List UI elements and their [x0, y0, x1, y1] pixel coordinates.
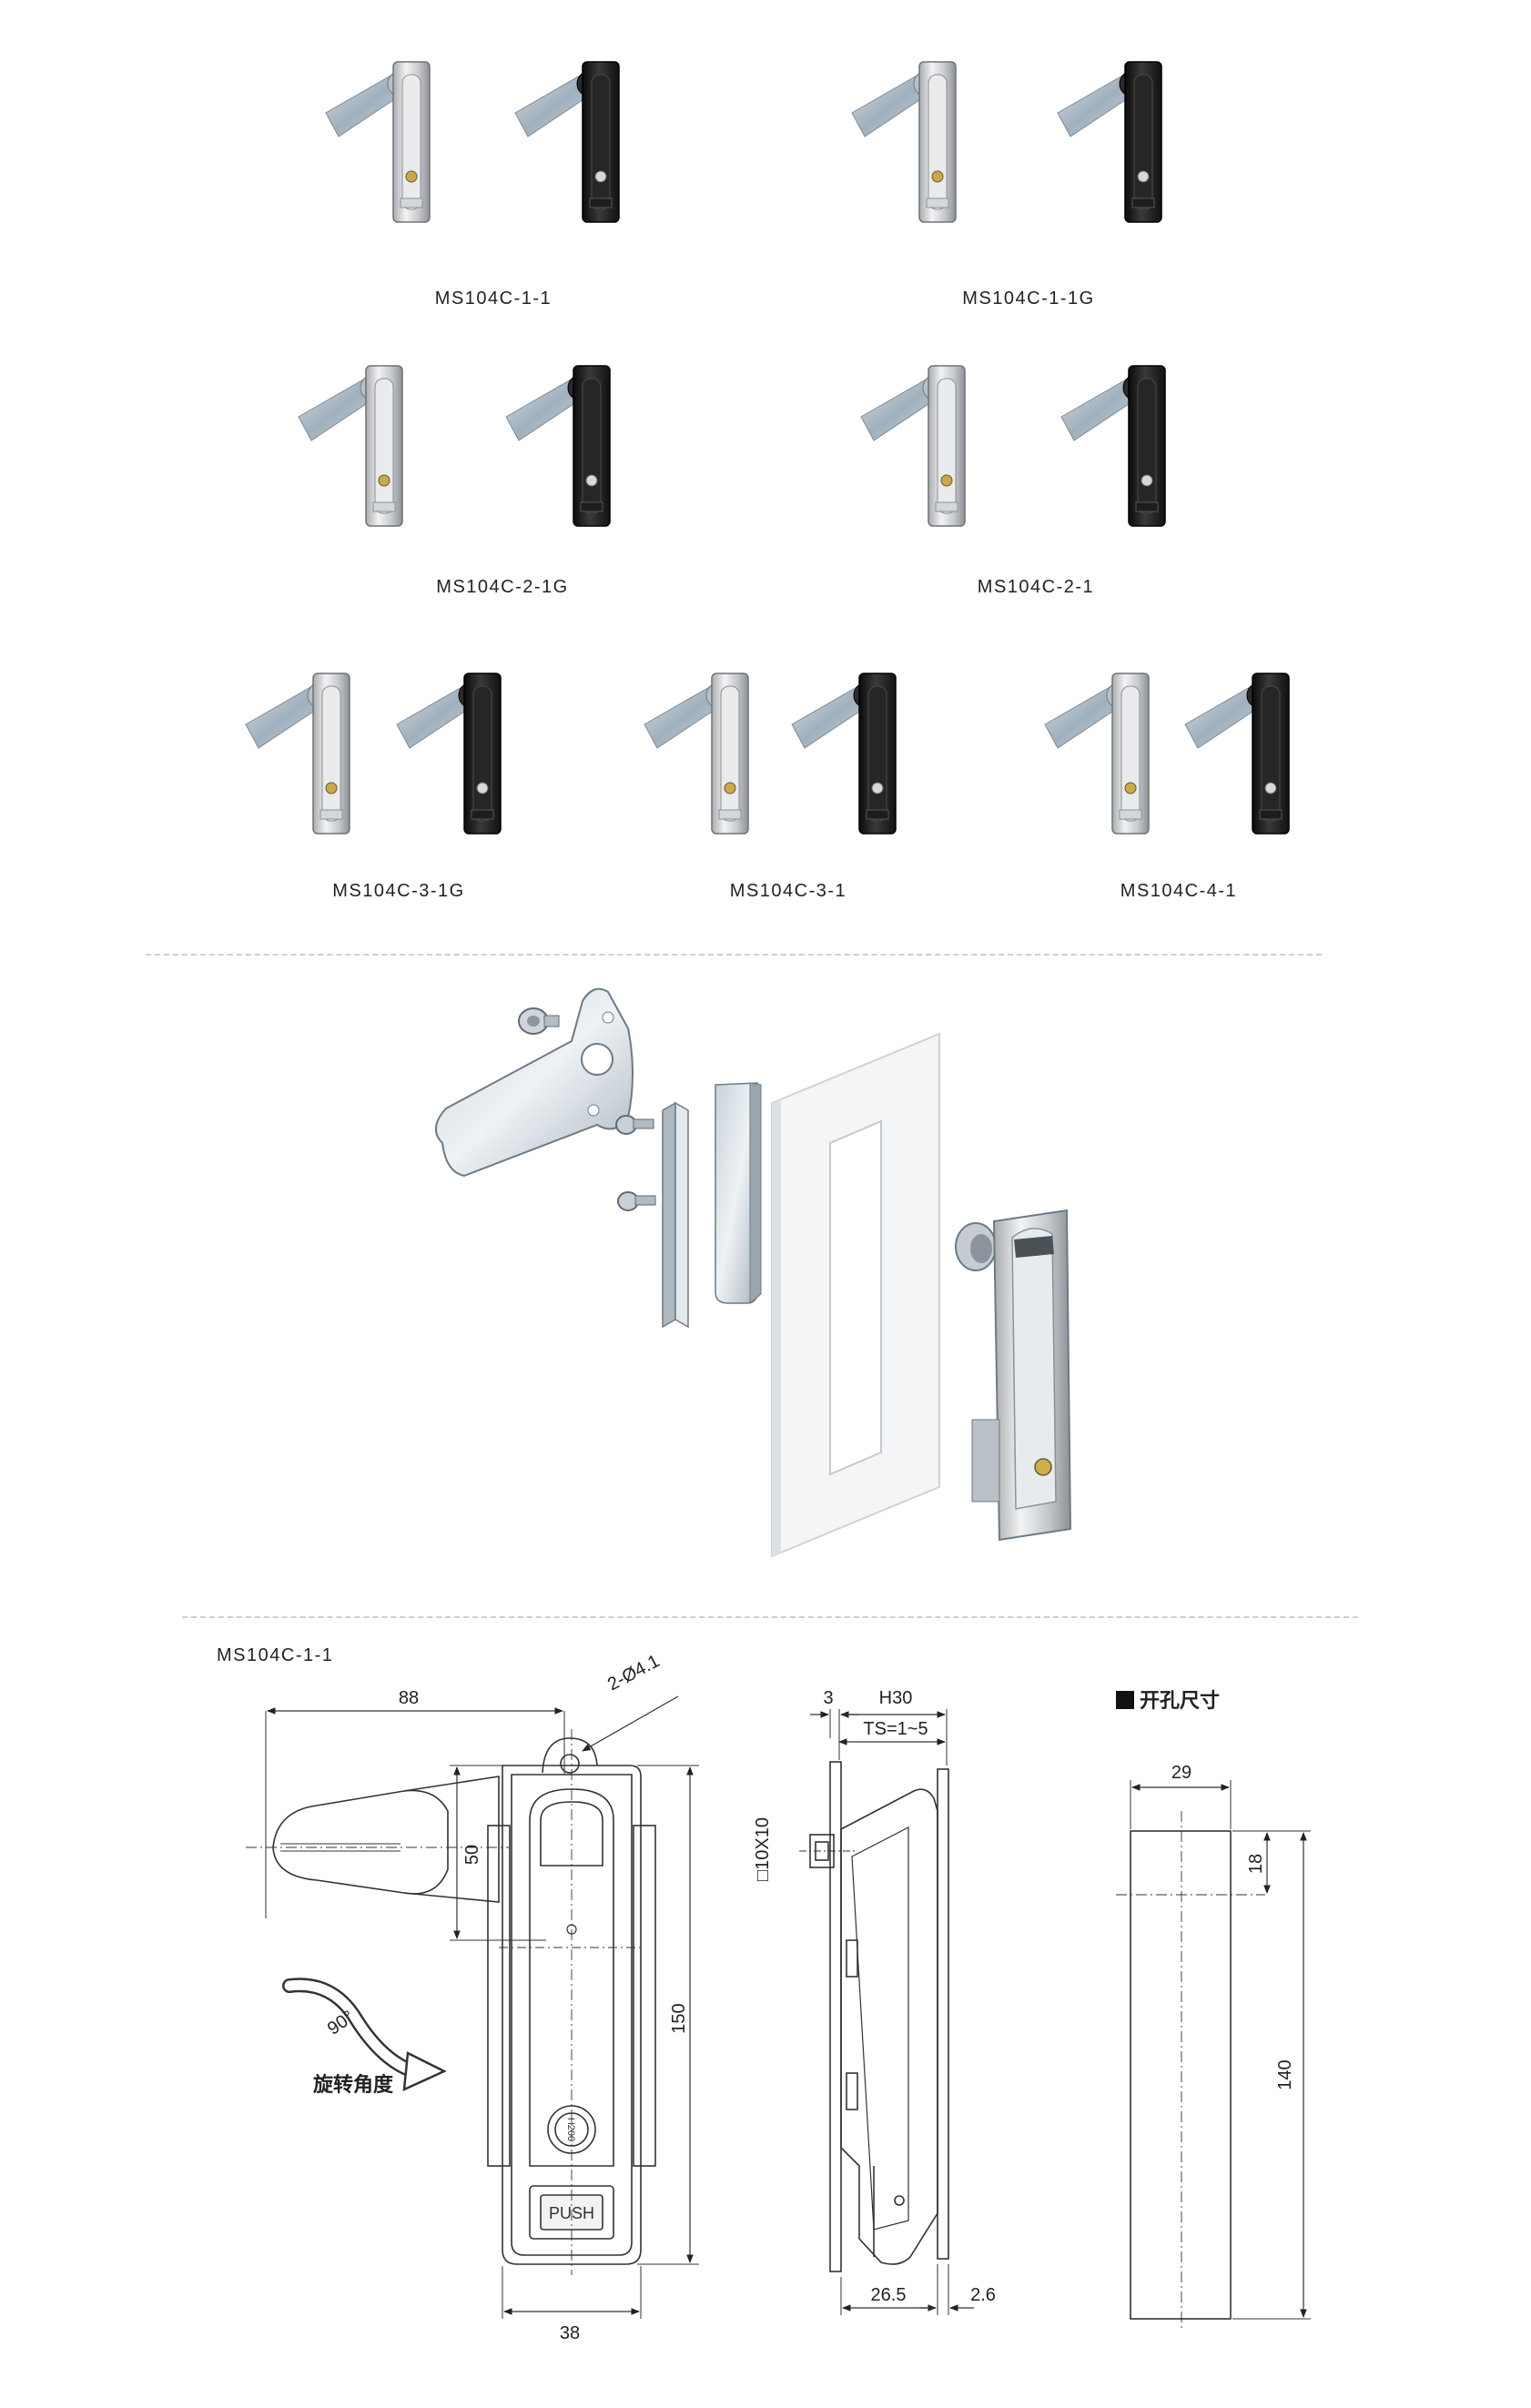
dim-ts-range: TS=1~5 [863, 1719, 928, 1739]
product-image-ms104c-1-1 [325, 61, 620, 223]
screw-part [518, 1007, 560, 1035]
cutout-height-140: 140 [1275, 2059, 1295, 2089]
front-view [246, 1695, 699, 2319]
mounting-bracket-part [662, 1082, 762, 1329]
side-view [799, 1709, 974, 2315]
cutout-title: 开孔尺寸 [1140, 1689, 1220, 1712]
section-divider [182, 1616, 1358, 1618]
latch-body-part [955, 1209, 1072, 1542]
dim-hole-diameter: 2-Ø4.1 [604, 1651, 663, 1695]
dim-3: 3 [823, 1688, 833, 1708]
dim-26-5: 26.5 [871, 2285, 907, 2305]
drawing-model-label: MS104C-1-1 [217, 1645, 334, 1665]
cutout-dim-18: 18 [1246, 1854, 1266, 1874]
product-image-ms104c-1-1g [851, 61, 1162, 223]
technical-drawing: 88 2-Ø4.1 50 150 38 90° 旋转角度 PUSH H200 [246, 1651, 1311, 2343]
product-caption: MS104C-2-1 [977, 577, 1095, 597]
product-caption: MS104C-3-1 [729, 881, 847, 901]
catalog-illustrations [245, 61, 1290, 835]
product-caption: MS104C-4-1 [1120, 881, 1238, 901]
key-code-label: H200 [565, 2118, 576, 2141]
exploded-assembly-view [435, 987, 1072, 1558]
push-label: PUSH [549, 2204, 594, 2222]
dim-square-drive: □10X10 [753, 1817, 773, 1881]
product-image-ms104c-2-1g [298, 365, 611, 527]
dim-2-6: 2.6 [970, 2285, 996, 2305]
cutout-view [1116, 1691, 1311, 2330]
product-caption: MS104C-1-1 [434, 288, 553, 309]
product-caption: MS104C-2-1G [436, 577, 569, 597]
product-image-ms104c-4-1 [1044, 673, 1290, 835]
section-divider [146, 954, 1322, 956]
dim-50: 50 [462, 1845, 482, 1865]
dim-width-88: 88 [399, 1688, 419, 1708]
dim-h30: H30 [879, 1688, 913, 1708]
bolt-part [615, 1115, 656, 1211]
cutout-title-marker [1116, 1691, 1134, 1709]
door-panel-part [771, 1032, 940, 1558]
rotation-caption: 旋转角度 [313, 2073, 394, 2096]
product-image-ms104c-2-1 [860, 365, 1166, 527]
product-image-ms104c-3-1 [644, 673, 897, 835]
product-image-ms104c-3-1g [245, 673, 502, 835]
dim-150: 150 [669, 2003, 689, 2033]
product-caption: MS104C-3-1G [332, 881, 465, 901]
dim-38: 38 [560, 2323, 580, 2343]
cutout-width-29: 29 [1171, 1763, 1191, 1783]
product-caption: MS104C-1-1G [962, 288, 1095, 309]
cam-blade-part [435, 987, 634, 1178]
